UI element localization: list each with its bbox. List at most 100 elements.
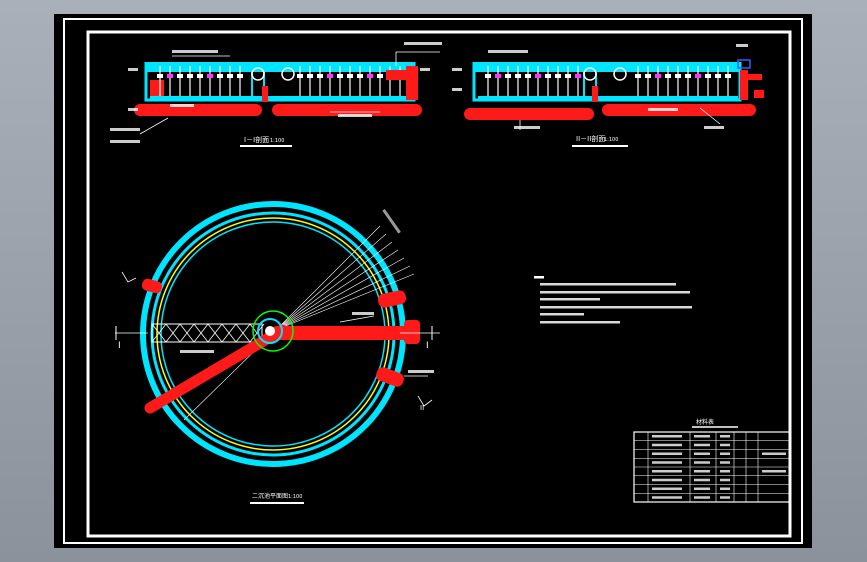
bridge-truss	[151, 323, 265, 343]
truss-member	[221, 323, 237, 343]
table-cell-text	[694, 496, 710, 499]
notes-line	[540, 313, 584, 316]
table-cell-text	[720, 435, 730, 438]
section-1-title: I－I剖面	[244, 135, 269, 144]
section-2-posts	[485, 66, 731, 96]
notes-line	[540, 306, 692, 309]
section-post-cap	[655, 74, 661, 78]
table-cell-text	[720, 461, 730, 464]
outer-frame	[63, 18, 803, 544]
section-post-cap	[207, 74, 213, 78]
table-cell-text	[694, 487, 710, 490]
table-cell-text	[652, 443, 682, 447]
truss-member	[235, 323, 251, 343]
section-1-drawing	[110, 42, 442, 143]
section-post-cap	[565, 74, 571, 78]
table-cell-text	[694, 478, 710, 482]
sheet-background	[54, 14, 812, 548]
truss-member	[151, 323, 167, 343]
section-post-cap	[227, 74, 233, 78]
radial-leader-line	[275, 265, 411, 331]
section-post-cap	[357, 74, 363, 78]
section-post-cap	[367, 74, 373, 78]
table-cell-text	[720, 496, 730, 499]
notes-line	[540, 321, 620, 324]
plan-section-mark-left: I	[118, 341, 121, 351]
section-post-cap	[725, 74, 731, 78]
table-cell-text	[652, 435, 682, 438]
table-cell-text	[694, 470, 710, 473]
design-notes	[534, 276, 692, 324]
notes-line	[540, 283, 676, 286]
section-post-cap	[297, 74, 303, 78]
section-post-cap	[495, 74, 501, 78]
section-post-cap	[695, 74, 701, 78]
table-cell-text	[720, 452, 730, 455]
section-post-cap	[525, 74, 531, 78]
section-post-cap	[237, 74, 243, 78]
section-2-drawing	[452, 44, 764, 130]
radial-leader-lines	[183, 225, 415, 421]
section-post-cap	[167, 74, 173, 78]
table-cell-text	[694, 443, 710, 447]
table-cell-text	[652, 487, 682, 490]
notes-line	[540, 298, 600, 301]
radial-leader-line	[275, 225, 381, 331]
table-cell-text	[694, 461, 710, 464]
notes-heading	[534, 276, 544, 279]
section-post-cap	[197, 74, 203, 78]
section-post-cap	[327, 74, 333, 78]
table-cell-text	[720, 487, 730, 490]
section-2-title: II－II剖面	[576, 134, 605, 143]
section-post-cap	[177, 74, 183, 78]
table-cell-text	[762, 470, 786, 473]
truss-member	[207, 323, 223, 343]
table-cell-text	[652, 470, 682, 473]
section-post-cap	[645, 74, 651, 78]
section-post-cap	[485, 74, 491, 78]
truss-member	[193, 323, 209, 343]
material-table	[633, 431, 791, 503]
radial-leader-line	[275, 233, 387, 331]
radial-leader-line	[275, 257, 405, 331]
section-post-cap	[157, 74, 163, 78]
table-cell-text	[652, 452, 682, 455]
section-post-cap	[317, 74, 323, 78]
section-post-cap	[675, 74, 681, 78]
section-post-cap	[307, 74, 313, 78]
truss-member	[249, 323, 265, 343]
section-post-cap	[705, 74, 711, 78]
section-post-cap	[377, 74, 383, 78]
table-cell-text	[720, 478, 730, 482]
section-post-cap	[555, 74, 561, 78]
truss-member	[179, 323, 195, 343]
section-post-cap	[635, 74, 641, 78]
table-cell-text	[720, 443, 730, 447]
table-cell-text	[720, 470, 730, 473]
inner-frame	[86, 30, 792, 538]
table-cell-text	[652, 461, 682, 464]
section-post-cap	[715, 74, 721, 78]
section-post-cap	[337, 74, 343, 78]
table-cell-text	[652, 496, 682, 499]
section-post-cap	[685, 74, 691, 78]
section-1-posts	[157, 66, 403, 96]
section-post-cap	[505, 74, 511, 78]
section-post-cap	[665, 74, 671, 78]
radial-leader-line	[275, 241, 393, 331]
radial-leader-line	[275, 249, 399, 331]
table-title: 材料表	[696, 418, 714, 426]
section-post-cap	[217, 74, 223, 78]
section-1-scale: 1:100	[270, 138, 284, 144]
section-2-scale: 1:100	[604, 137, 618, 143]
radial-leader-line	[275, 273, 415, 331]
table-cell-text	[694, 452, 710, 455]
table-cell-text	[652, 478, 682, 482]
section-post-cap	[347, 74, 353, 78]
plan-section-mark-right: I	[426, 341, 429, 351]
notes-line	[540, 291, 690, 294]
table-cell-text	[694, 435, 710, 438]
section-post-cap	[575, 74, 581, 78]
section-post-cap	[515, 74, 521, 78]
